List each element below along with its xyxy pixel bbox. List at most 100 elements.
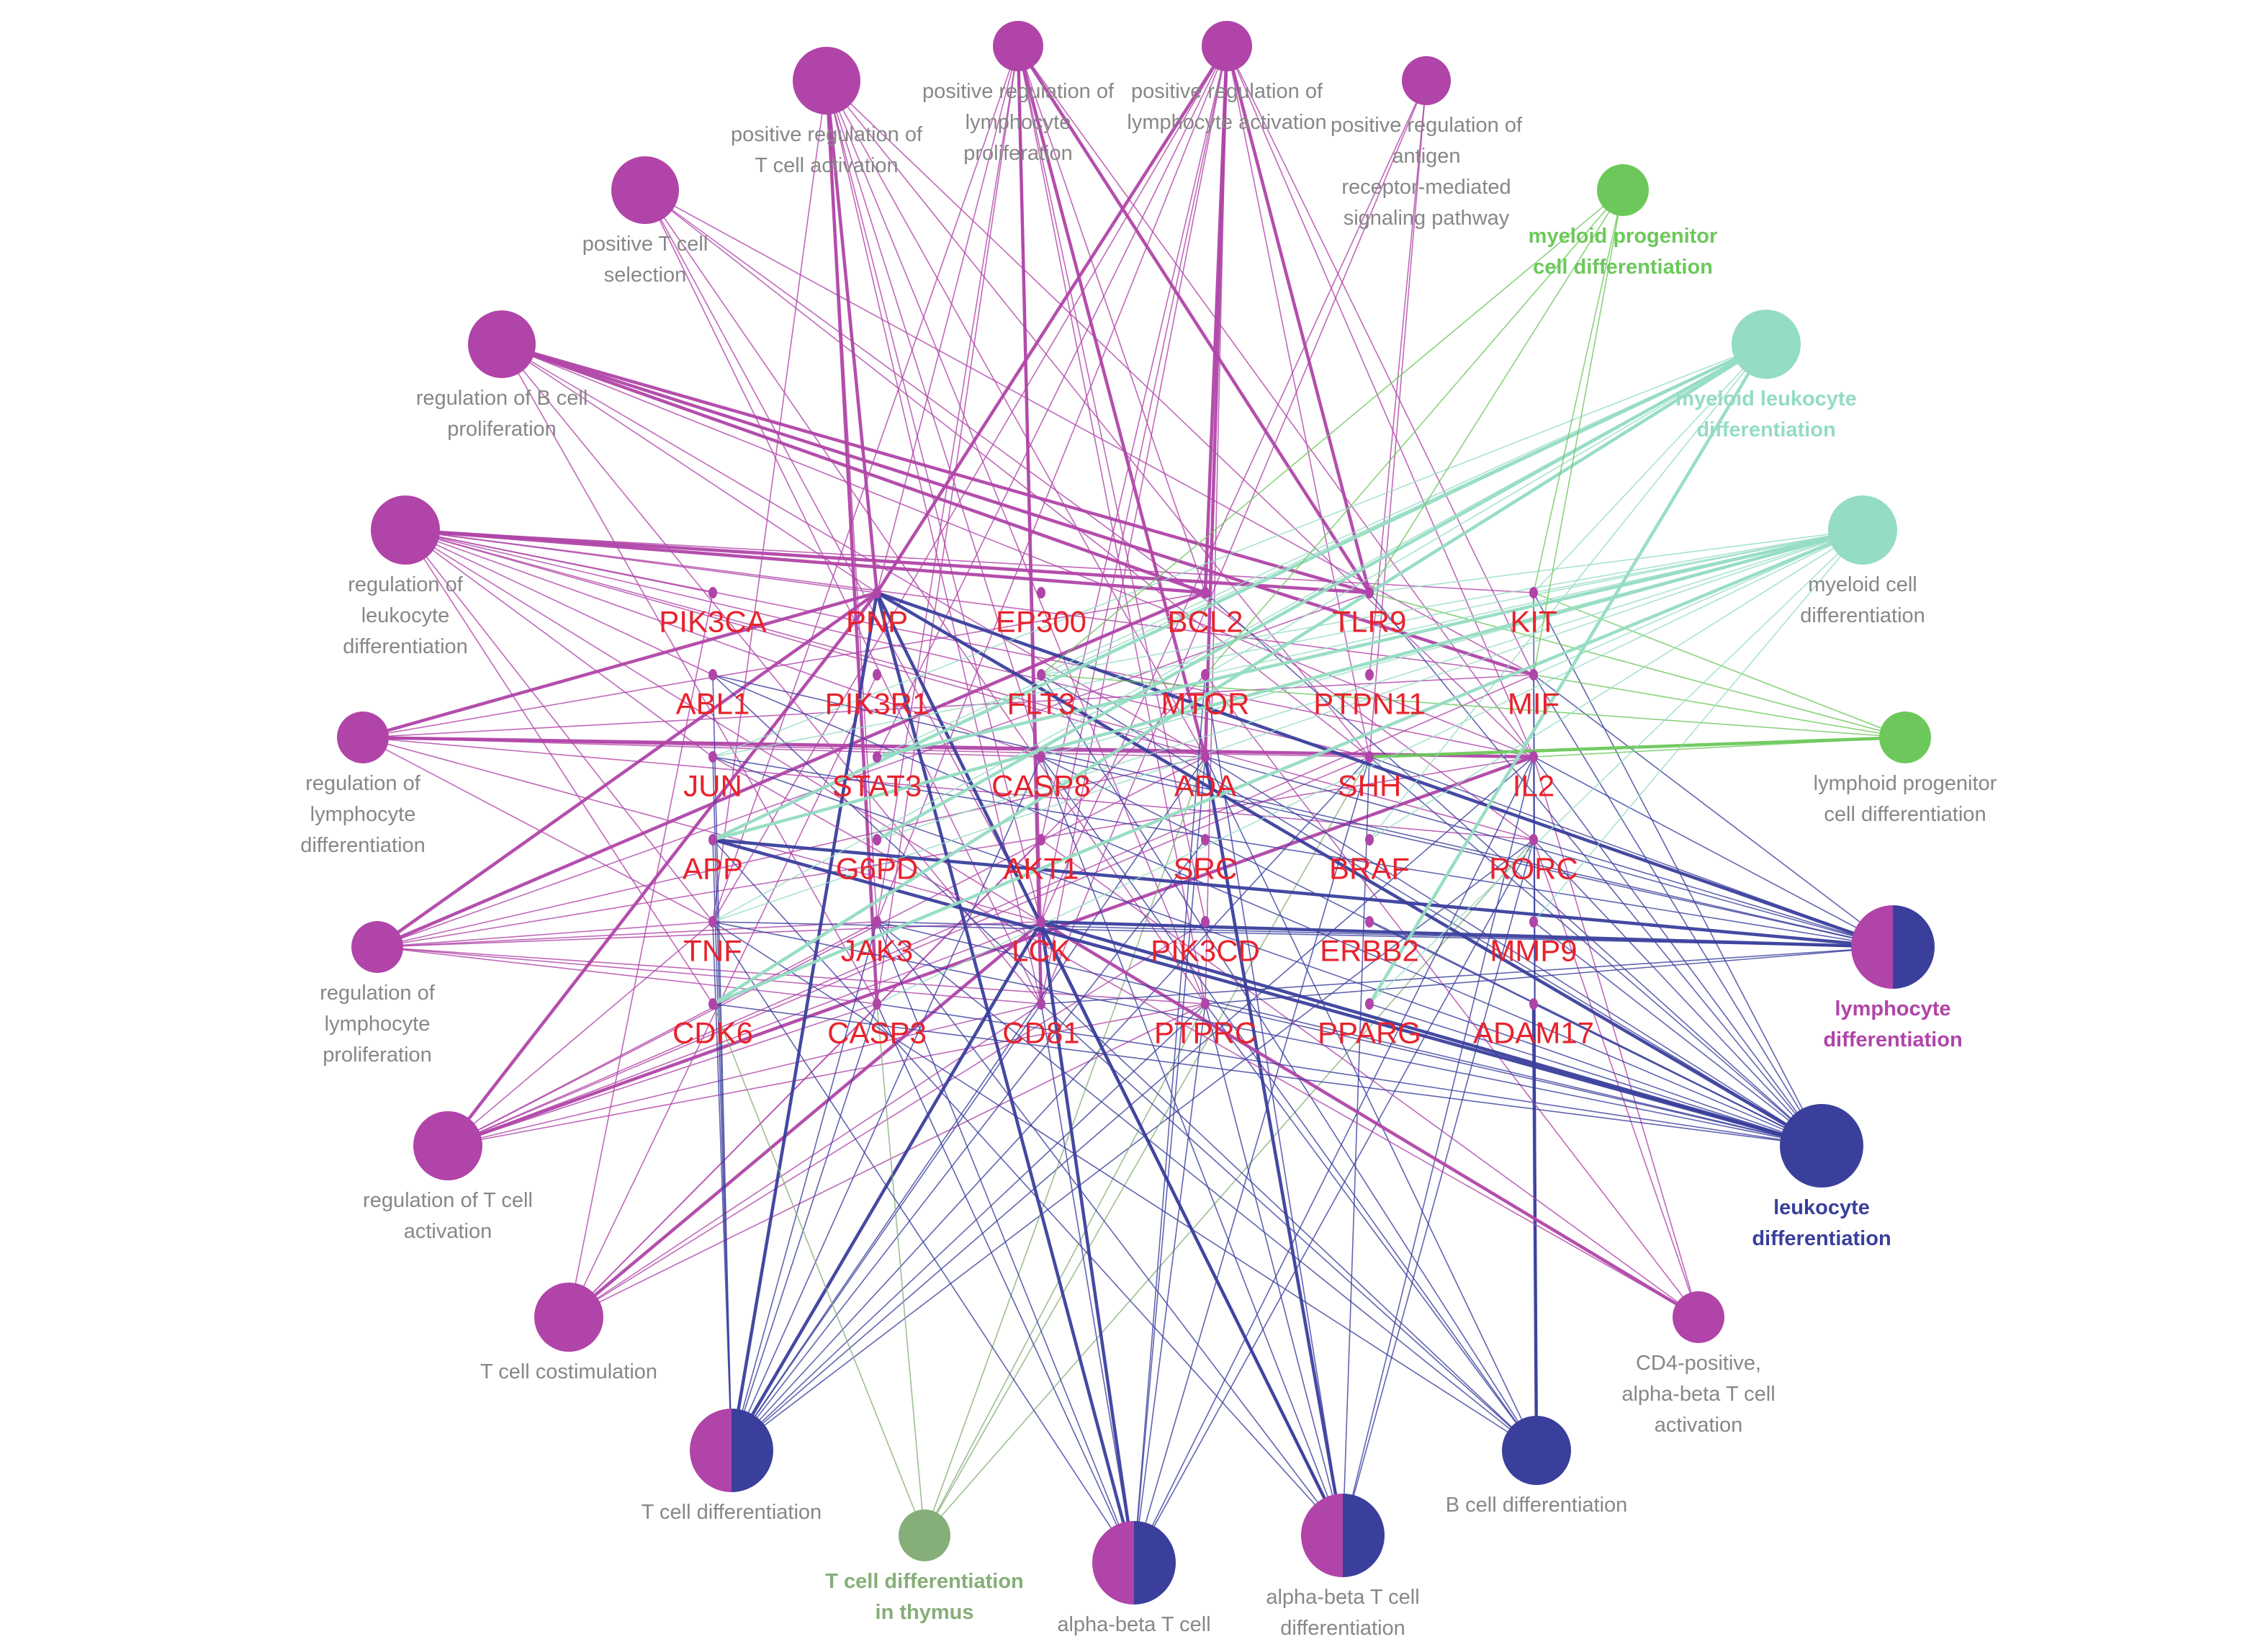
term-circle[interactable] <box>1402 56 1451 105</box>
term-circle[interactable] <box>371 495 440 565</box>
gene-dot[interactable] <box>1529 998 1538 1010</box>
term-circle[interactable] <box>1673 1291 1724 1343</box>
term-node-t-cell-costimulation[interactable]: T cell costimulation <box>480 1283 657 1383</box>
term-circle[interactable] <box>468 310 536 378</box>
gene-dot[interactable] <box>1365 916 1374 928</box>
gene-dot[interactable] <box>708 751 717 763</box>
gene-dot[interactable] <box>1365 669 1374 681</box>
term-circle[interactable] <box>534 1283 603 1352</box>
term-node-b-cell-differentiation[interactable]: B cell differentiation <box>1446 1416 1628 1517</box>
gene-dot[interactable] <box>1201 998 1210 1010</box>
gene-node-akt1[interactable]: AKT1 <box>1003 834 1079 886</box>
gene-dot[interactable] <box>873 669 881 681</box>
gene-dot[interactable] <box>708 834 717 845</box>
gene-dot[interactable] <box>873 916 881 928</box>
gene-dot[interactable] <box>1037 587 1045 598</box>
gene-dot[interactable] <box>1037 669 1045 681</box>
gene-node-jun[interactable]: JUN <box>683 751 742 803</box>
term-circle[interactable] <box>351 921 403 973</box>
gene-node-pik3ca[interactable]: PIK3CA <box>659 587 767 639</box>
term-node-t-cell-differentiation[interactable]: T cell differentiation <box>642 1409 822 1524</box>
term-circle-left-half[interactable] <box>690 1409 732 1492</box>
gene-node-ada[interactable]: ADA <box>1174 751 1236 803</box>
gene-node-jak3[interactable]: JAK3 <box>841 916 913 968</box>
gene-node-mmp9[interactable]: MMP9 <box>1490 916 1578 968</box>
term-circle[interactable] <box>337 712 389 763</box>
term-circle-left-half[interactable] <box>1301 1494 1343 1577</box>
gene-node-tlr9[interactable]: TLR9 <box>1333 587 1407 639</box>
term-node-positive-regulation-of-lymphocyte-proliferation[interactable]: positive regulation oflymphocyteprolifer… <box>922 21 1115 165</box>
term-circle[interactable] <box>413 1111 482 1180</box>
gene-dot[interactable] <box>1037 998 1045 1010</box>
gene-node-rorc[interactable]: RORC <box>1489 834 1578 886</box>
gene-node-mtor[interactable]: MTOR <box>1161 669 1250 721</box>
gene-node-cd81[interactable]: CD81 <box>1002 998 1080 1050</box>
gene-dot[interactable] <box>1037 834 1045 845</box>
gene-dot[interactable] <box>873 587 881 598</box>
term-circle[interactable] <box>1202 21 1252 71</box>
gene-dot[interactable] <box>1529 916 1538 928</box>
gene-node-erbb2[interactable]: ERBB2 <box>1320 916 1419 968</box>
gene-dot[interactable] <box>1365 587 1374 598</box>
gene-dot[interactable] <box>1529 834 1538 845</box>
term-circle-right-half[interactable] <box>1134 1521 1176 1605</box>
term-circle[interactable] <box>993 21 1043 71</box>
term-circle[interactable] <box>611 156 679 224</box>
gene-dot[interactable] <box>1529 587 1538 598</box>
gene-dot[interactable] <box>708 587 717 598</box>
gene-dot[interactable] <box>873 834 881 845</box>
term-circle-left-half[interactable] <box>1092 1521 1134 1605</box>
term-circle[interactable] <box>1780 1104 1863 1188</box>
gene-node-bcl2[interactable]: BCL2 <box>1167 587 1243 639</box>
gene-dot[interactable] <box>873 751 881 763</box>
term-node-positive-regulation-of-antigen-receptor-mediated-signaling-pathway[interactable]: positive regulation ofantigenreceptor-me… <box>1331 56 1523 230</box>
term-circle[interactable] <box>1879 712 1931 763</box>
gene-node-lck[interactable]: LCK <box>1012 916 1071 968</box>
gene-node-adam17[interactable]: ADAM17 <box>1473 998 1594 1050</box>
term-circle-left-half[interactable] <box>1851 905 1893 989</box>
term-circle[interactable] <box>899 1509 950 1561</box>
term-circle[interactable] <box>793 47 860 115</box>
term-circle-right-half[interactable] <box>732 1409 773 1492</box>
term-node-positive-regulation-of-t-cell-activation[interactable]: positive regulation ofT cell activation <box>731 47 923 177</box>
gene-dot[interactable] <box>873 998 881 1010</box>
gene-node-abl1[interactable]: ABL1 <box>676 669 750 721</box>
gene-node-pik3cd[interactable]: PIK3CD <box>1151 916 1260 968</box>
gene-dot[interactable] <box>708 916 717 928</box>
gene-node-ptprc[interactable]: PTPRC <box>1154 998 1256 1050</box>
gene-node-ptpn11[interactable]: PTPN11 <box>1313 669 1426 721</box>
gene-node-tnf[interactable]: TNF <box>683 916 742 968</box>
gene-dot[interactable] <box>708 669 717 681</box>
gene-node-cdk6[interactable]: CDK6 <box>672 998 753 1050</box>
gene-node-casp3[interactable]: CASP3 <box>827 998 927 1050</box>
gene-dot[interactable] <box>1529 751 1538 763</box>
term-circle[interactable] <box>1828 495 1897 565</box>
term-circle-right-half[interactable] <box>1893 905 1935 989</box>
gene-dot[interactable] <box>1201 834 1210 845</box>
gene-node-casp8[interactable]: CASP8 <box>991 751 1091 803</box>
gene-node-shh[interactable]: SHH <box>1338 751 1402 803</box>
gene-dot[interactable] <box>1365 834 1374 845</box>
gene-dot[interactable] <box>1365 751 1374 763</box>
term-circle[interactable] <box>1597 164 1649 216</box>
gene-dot[interactable] <box>1201 587 1210 598</box>
gene-node-g6pd[interactable]: G6PD <box>836 834 918 886</box>
gene-node-stat3[interactable]: STAT3 <box>832 751 922 803</box>
gene-dot[interactable] <box>1037 751 1045 763</box>
gene-node-app[interactable]: APP <box>683 834 743 886</box>
